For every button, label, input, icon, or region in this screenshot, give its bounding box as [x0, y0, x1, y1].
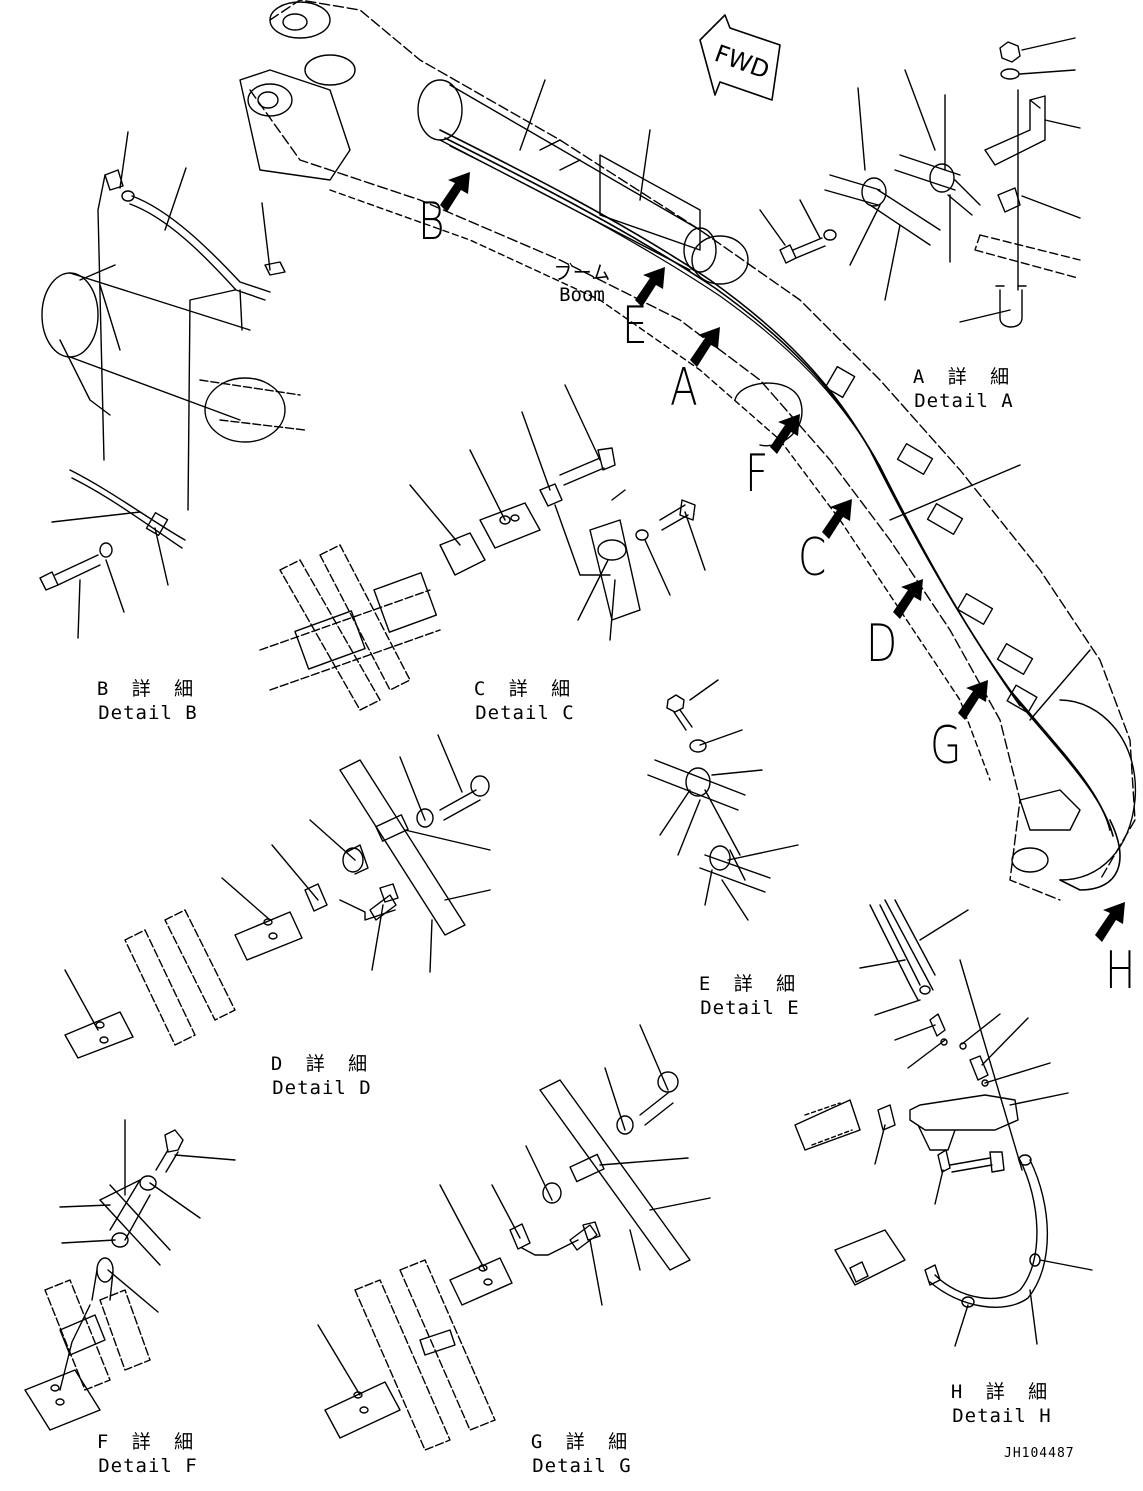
callout-arrows — [440, 172, 1125, 942]
detail-c-caption-en: Detail C — [475, 702, 575, 724]
detail-d-caption-en: Detail D — [272, 1077, 372, 1099]
detail-b-caption-en: Detail B — [98, 702, 198, 724]
callout-letter-f: F — [745, 444, 769, 504]
arrow-a-icon — [690, 327, 720, 367]
detail-f-caption-jp: F 詳 細 — [96, 1431, 200, 1453]
detail-b-drawing — [39, 131, 306, 639]
callout-letter-d: D — [866, 614, 898, 674]
detail-c-drawing — [259, 384, 706, 711]
arrow-g-icon — [958, 680, 988, 720]
detail-a-caption-jp: A 詳 細 — [912, 366, 1016, 388]
detail-e-drawing — [647, 679, 799, 921]
detail-g-caption-jp: G 詳 細 — [530, 1431, 634, 1453]
fwd-arrow-icon — [699, 14, 781, 101]
detail-b-caption-jp: B 詳 細 — [96, 678, 200, 700]
detail-g-drawing — [317, 1024, 711, 1451]
detail-c-caption-jp: C 詳 細 — [473, 678, 577, 700]
boom-assembly — [239, 0, 1137, 901]
detail-d-drawing — [64, 734, 491, 1059]
callout-letter-g: G — [930, 716, 962, 776]
boom-label-en: Boom — [559, 284, 605, 306]
arrow-h-icon — [1095, 902, 1125, 942]
detail-h-caption-en: Detail H — [952, 1405, 1052, 1427]
detail-c-caption: C 詳 細 Detail C — [445, 677, 605, 725]
detail-g-caption-en: Detail G — [532, 1455, 632, 1477]
detail-d-caption-jp: D 詳 細 — [270, 1053, 374, 1075]
arrow-b-icon — [440, 172, 470, 212]
detail-e-caption-en: Detail E — [700, 997, 800, 1019]
detail-a-drawing — [759, 37, 1081, 328]
callout-letter-a: A — [670, 358, 698, 418]
detail-g-caption: G 詳 細 Detail G — [502, 1430, 662, 1478]
arrow-f-icon — [770, 414, 800, 454]
callout-letter-e: E — [622, 296, 648, 356]
detail-h-caption-jp: H 詳 細 — [950, 1381, 1054, 1403]
detail-h-drawing — [794, 899, 1093, 1347]
callout-letter-h: H — [1105, 941, 1136, 1001]
arrow-d-icon — [893, 579, 923, 619]
detail-f-caption-en: Detail F — [98, 1455, 198, 1477]
boom-label-jp: ブーム — [553, 262, 611, 284]
arrow-c-icon — [822, 499, 852, 539]
boom-label: ブーム Boom — [537, 262, 627, 306]
detail-b-caption: B 詳 細 Detail B — [68, 677, 228, 725]
drawing-id: JH104487 — [1004, 1446, 1075, 1461]
callout-letter-c: C — [798, 528, 827, 588]
detail-f-drawing — [24, 1119, 236, 1431]
detail-f-caption: F 詳 細 Detail F — [68, 1430, 228, 1478]
detail-a-caption: A 詳 細 Detail A — [884, 365, 1044, 413]
detail-h-caption: H 詳 細 Detail H — [922, 1380, 1082, 1428]
detail-e-caption: E 詳 細 Detail E — [670, 972, 830, 1020]
detail-e-caption-jp: E 詳 細 — [698, 973, 802, 995]
detail-d-caption: D 詳 細 Detail D — [242, 1052, 402, 1100]
detail-a-caption-en: Detail A — [914, 390, 1014, 412]
arrow-e-icon — [635, 267, 665, 307]
callout-letter-b: B — [418, 192, 445, 252]
